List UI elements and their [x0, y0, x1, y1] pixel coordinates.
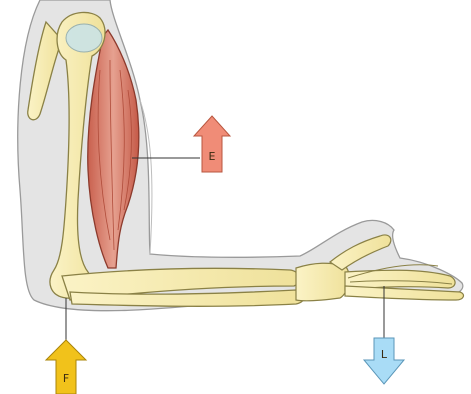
fulcrum-label: F	[63, 372, 69, 385]
load-arrow-shape	[364, 338, 404, 384]
effort-label: E	[209, 150, 216, 163]
effort-arrow-shape	[194, 116, 230, 172]
fulcrum-arrow: F	[46, 298, 86, 394]
load-label: L	[381, 348, 388, 361]
load-arrow: L	[364, 286, 404, 384]
fulcrum-arrow-shape	[46, 340, 86, 394]
